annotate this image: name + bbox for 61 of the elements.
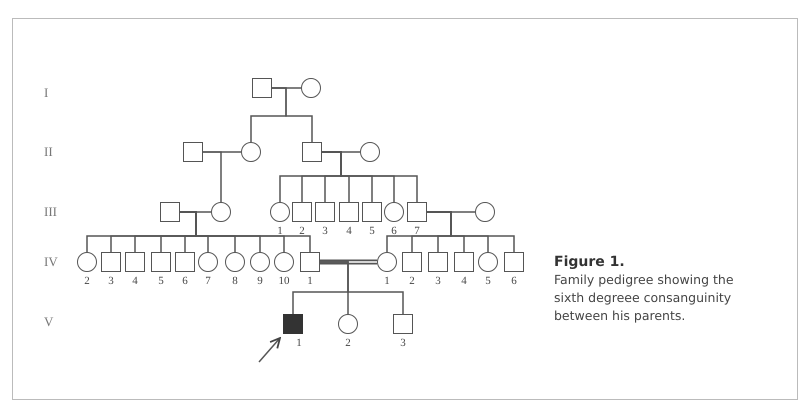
- individual-number: 2: [83, 276, 91, 287]
- individual-number: 5: [484, 276, 492, 287]
- square-symbol: [101, 252, 121, 272]
- pedigree-line: [180, 211, 311, 252]
- individual-number: 2: [298, 226, 306, 237]
- individual-number: 10: [278, 276, 290, 287]
- figure-title: Figure 1.: [554, 253, 626, 271]
- individual-number: 4: [345, 226, 353, 237]
- square-symbol: [393, 314, 413, 334]
- square-symbol: [339, 202, 359, 222]
- individual-number: 3: [434, 276, 442, 287]
- individual-number: 4: [460, 276, 468, 287]
- individual-number: 4: [131, 276, 139, 287]
- individual-number: 8: [231, 276, 239, 287]
- individual-number: 3: [321, 226, 329, 237]
- pedigree-line: [320, 261, 404, 314]
- pedigree-line: [427, 211, 515, 252]
- individual-number: 7: [413, 226, 421, 237]
- square-symbol: [504, 252, 524, 272]
- individual-number: 3: [107, 276, 115, 287]
- generation-numeral: II: [44, 145, 53, 158]
- individual-number: 5: [157, 276, 165, 287]
- individual-number: 6: [390, 226, 398, 237]
- generation-numeral: V: [44, 315, 54, 328]
- pedigree-line: [272, 87, 313, 142]
- square-symbol: [160, 202, 180, 222]
- individual-number: 9: [256, 276, 264, 287]
- individual-number: 1: [276, 226, 284, 237]
- pedigree-line: [322, 151, 418, 202]
- pedigree-line: [203, 151, 222, 202]
- figure-caption: Family pedigree showing the sixth degreee consanguinity between his parents.: [554, 271, 734, 325]
- individual-number: 1: [306, 276, 314, 287]
- square-symbol: [362, 202, 382, 222]
- square-symbol: [125, 252, 145, 272]
- filled-square-symbol: [283, 314, 303, 334]
- individual-number: 6: [510, 276, 518, 287]
- square-symbol: [402, 252, 422, 272]
- individual-number: 6: [181, 276, 189, 287]
- square-symbol: [183, 142, 203, 162]
- individual-number: 2: [344, 338, 352, 349]
- square-symbol: [292, 202, 312, 222]
- individual-number: 7: [204, 276, 212, 287]
- square-symbol: [428, 252, 448, 272]
- square-symbol: [302, 142, 322, 162]
- square-symbol: [407, 202, 427, 222]
- square-symbol: [300, 252, 320, 272]
- individual-number: 3: [399, 338, 407, 349]
- generation-numeral: III: [44, 205, 57, 218]
- square-symbol: [252, 78, 272, 98]
- square-symbol: [454, 252, 474, 272]
- individual-number: 1: [295, 338, 303, 349]
- square-symbol: [151, 252, 171, 272]
- square-symbol: [175, 252, 195, 272]
- individual-number: 5: [368, 226, 376, 237]
- consanguineous-double-line: [320, 260, 377, 264]
- generation-numeral: IV: [44, 255, 58, 268]
- generation-numeral: I: [44, 86, 48, 99]
- individual-number: 1: [383, 276, 391, 287]
- individual-number: 2: [408, 276, 416, 287]
- proband-arrow: [258, 337, 281, 362]
- square-symbol: [315, 202, 335, 222]
